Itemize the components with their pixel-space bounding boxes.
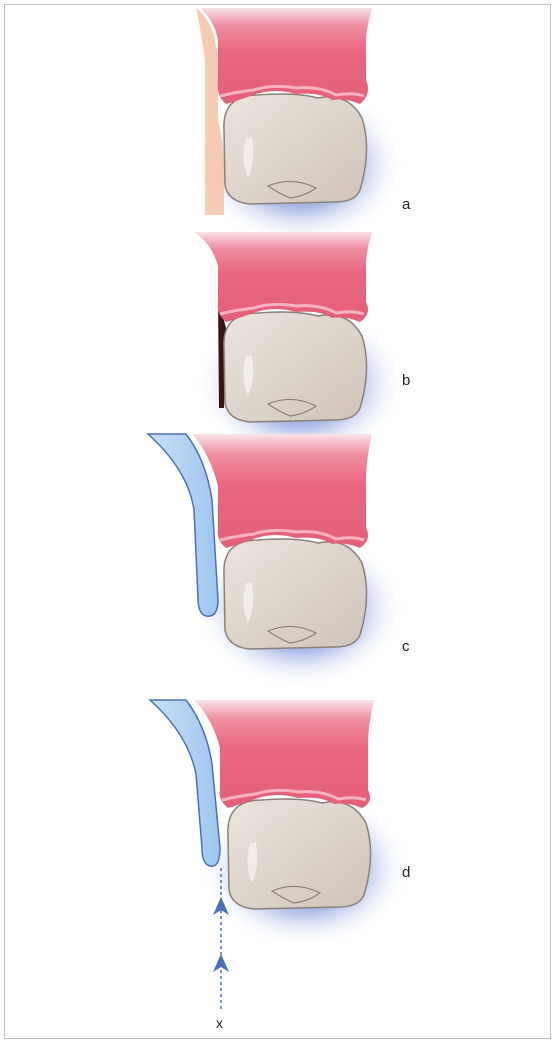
arrow-head-lower — [213, 954, 229, 972]
arrow-label-x: x — [216, 1015, 223, 1031]
